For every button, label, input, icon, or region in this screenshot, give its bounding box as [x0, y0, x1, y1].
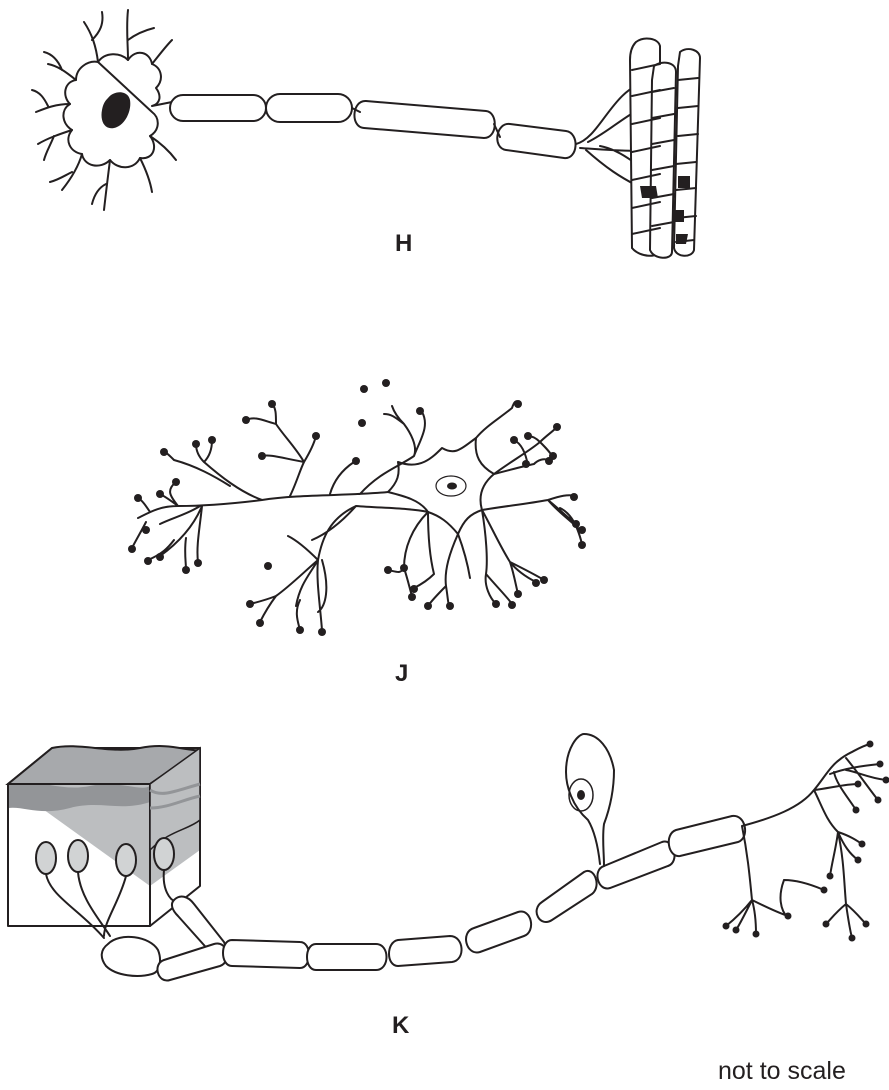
neuron-h-muscle-fibres	[630, 39, 700, 258]
neuron-j-cell-body	[388, 438, 494, 534]
neuron-k-nucleus	[577, 790, 585, 800]
neuron-k-cell-body	[566, 734, 614, 866]
neuron-k-axon-endings	[723, 741, 889, 942]
neuron-h-myelin-sheath	[170, 95, 266, 121]
neuron-h	[32, 10, 700, 258]
neuron-k-skin-receptor	[8, 746, 200, 938]
neuron-j-nucleus	[447, 483, 457, 490]
neuron-k	[8, 734, 889, 981]
label-h: H	[395, 230, 412, 258]
neuron-j	[128, 379, 586, 636]
neuron-h-nucleus	[102, 92, 131, 128]
label-j: J	[395, 660, 408, 688]
label-k: K	[392, 1012, 409, 1040]
scale-note: not to scale	[718, 1057, 846, 1086]
neuron-j-dendrites	[138, 404, 425, 524]
neuron-j-dendrites	[132, 506, 428, 630]
neuron-h-myelin-sheath	[497, 124, 575, 158]
neuron-h-myelin-sheath	[266, 94, 352, 122]
neuron-h-myelin-sheath	[354, 101, 494, 138]
